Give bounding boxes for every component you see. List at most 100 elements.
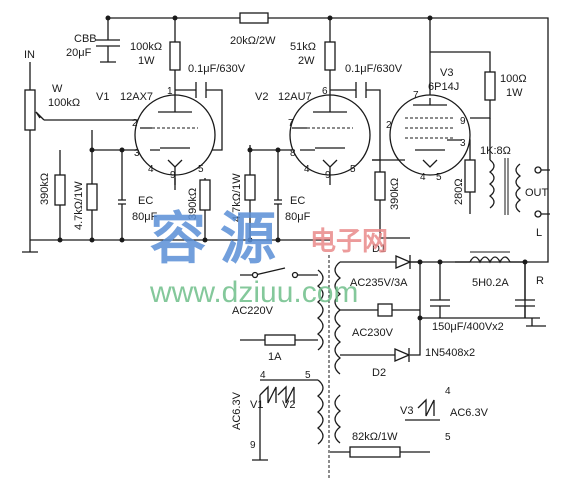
diode-d2 (394, 348, 411, 362)
svg-text:2: 2 (386, 120, 392, 131)
label-ec1-val: 80μF (132, 211, 158, 223)
svg-text:9: 9 (250, 440, 256, 451)
filter-cap-left (430, 299, 450, 318)
label-choke: 5H0.2A (472, 277, 509, 289)
labels: IN CBB 20μF 100kΩ 1W 20kΩ/2W 51kΩ 2W 0.1… (24, 33, 549, 451)
svg-text:5: 5 (198, 164, 204, 175)
filament-v1 (259, 385, 277, 404)
label-100ohm-w: 1W (506, 87, 523, 99)
filter-cap-right (515, 299, 535, 318)
label-390k-3: 390kΩ (389, 178, 401, 210)
label-ec2: EC (290, 195, 305, 207)
label-100ohm: 100Ω (500, 73, 527, 85)
svg-text:6: 6 (322, 86, 328, 97)
label-w: W (52, 83, 63, 95)
svg-text:4: 4 (420, 172, 426, 183)
label-in: IN (24, 49, 35, 61)
label-caps: 150μF/400Vx2 (432, 321, 504, 333)
label-ec2-val: 80μF (285, 211, 311, 223)
watermark-url: www.dziuu.com (149, 276, 358, 309)
svg-text:9: 9 (170, 170, 176, 181)
label-ec1: EC (138, 195, 153, 207)
label-51k-w: 2W (298, 55, 315, 67)
power-switch (254, 267, 286, 276)
resistor-100k (169, 41, 181, 71)
label-d2: D2 (372, 367, 386, 379)
svg-text:8: 8 (290, 148, 296, 159)
label-d1: D1 (372, 243, 386, 255)
label-v1-type: 12AX7 (120, 91, 153, 103)
label-v2-type: 12AU7 (278, 91, 312, 103)
svg-text:7: 7 (413, 90, 419, 101)
label-diodes: 1N5408x2 (425, 347, 475, 359)
svg-text:3: 3 (460, 138, 466, 149)
label-cap2: 0.1μF/630V (345, 63, 403, 75)
svg-text:4: 4 (304, 164, 310, 175)
label-100k-w: 1W (138, 55, 155, 67)
svg-text:9: 9 (460, 116, 466, 127)
label-390k-mid: 390kΩ (187, 188, 199, 220)
label-xfmr: 1K:8Ω (480, 145, 511, 157)
watermark-subtitle: 电子网 (310, 227, 388, 257)
filament-v3 (417, 398, 435, 417)
label-cap1: 0.1μF/630V (188, 63, 246, 75)
output-transformer (488, 158, 542, 218)
svg-text:7: 7 (288, 118, 294, 129)
label-82k: 82kΩ/1W (352, 431, 398, 443)
label-ac63-right: AC6.3V (450, 407, 489, 419)
svg-text:9: 9 (325, 170, 331, 181)
resistor-4k7-2 (244, 174, 256, 201)
psu-resistor (377, 303, 393, 317)
label-20k: 20kΩ/2W (230, 35, 276, 47)
tube-v3 (372, 94, 471, 176)
svg-text:5: 5 (445, 432, 451, 443)
label-390k-input: 390kΩ (39, 173, 51, 205)
resistor-100ohm (484, 71, 496, 101)
power-transformer (316, 255, 342, 480)
watermark-char-1: 容 (150, 207, 206, 272)
label-l: L (536, 227, 542, 239)
label-fv1: V1 (250, 399, 263, 411)
label-cbb: CBB (74, 33, 97, 45)
resistor-390k-input (54, 174, 66, 206)
label-4k7-2: 4.7kΩ/1W (231, 173, 243, 222)
label-cbb-val: 20μF (66, 47, 92, 59)
resistor-280 (464, 159, 476, 193)
svg-text:4: 4 (260, 370, 266, 381)
label-ac235: AC235V/3A (350, 277, 408, 289)
tube-v2 (289, 90, 371, 185)
svg-text:3: 3 (134, 148, 140, 159)
resistor-390k-3 (374, 171, 386, 201)
resistor-82k (349, 446, 401, 458)
label-fv3: V3 (400, 405, 413, 417)
label-w-val: 100kΩ (48, 97, 80, 109)
watermark-char-2: 源 (220, 207, 276, 272)
resistor-20k (239, 12, 269, 24)
potentiometer-w (24, 89, 36, 131)
resistor-51k (324, 41, 336, 71)
coupling-cap-1 (195, 82, 207, 98)
svg-text:4: 4 (445, 386, 451, 397)
svg-text:1: 1 (167, 86, 173, 97)
label-fuse: 1A (268, 351, 282, 363)
tube-v1 (134, 90, 216, 185)
watermark: 容 源 电子网 www.dziuu.com (149, 207, 388, 309)
svg-text:5: 5 (350, 164, 356, 175)
label-v1: V1 (96, 91, 109, 103)
filament-v2 (277, 385, 295, 404)
label-v3-type: 6P14J (428, 81, 459, 93)
resistor-4k7-1 (86, 183, 98, 211)
label-r: R (536, 275, 544, 287)
label-fv2: V2 (282, 399, 295, 411)
label-v3: V3 (440, 67, 453, 79)
label-4k7-1: 4.7kΩ/1W (73, 181, 85, 230)
label-ac63-left: AC6.3V (231, 391, 243, 430)
coupling-cap-2 (355, 82, 367, 98)
diode-d1 (395, 255, 412, 269)
label-v2: V2 (255, 91, 268, 103)
svg-text:4: 4 (148, 164, 154, 175)
label-51k: 51kΩ (290, 41, 316, 53)
resistor-390k-mid (199, 179, 211, 211)
label-ac220: AC220V (232, 305, 274, 317)
